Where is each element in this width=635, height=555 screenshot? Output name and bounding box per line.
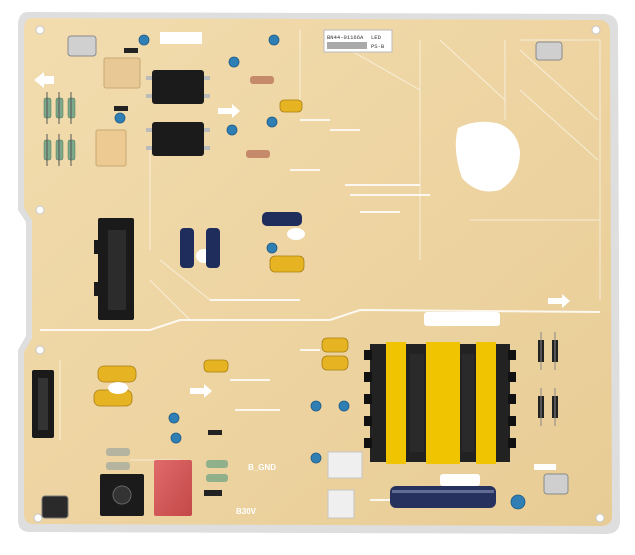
board-connector-left bbox=[94, 218, 134, 320]
silk-arrows bbox=[34, 72, 570, 398]
blue-ceramic-capacitors bbox=[114, 34, 526, 510]
silk-label-gnd: B_GND bbox=[248, 463, 276, 472]
box-capacitor-lower bbox=[95, 129, 127, 167]
model-sticker: BN44-01166A LED PS-B bbox=[323, 29, 393, 53]
sticker-line-1: BN44-01166A bbox=[327, 34, 364, 41]
black-switch bbox=[100, 474, 144, 516]
black-chip-lower bbox=[146, 122, 210, 156]
black-chip-upper bbox=[146, 70, 210, 104]
silkscreen-lines bbox=[40, 119, 601, 501]
small-diodes bbox=[114, 48, 222, 496]
white-component-d bbox=[534, 464, 556, 470]
white-component-a bbox=[327, 451, 363, 479]
diode-leads bbox=[540, 332, 556, 426]
white-component-b bbox=[327, 489, 355, 519]
board-connector-lower-left bbox=[32, 370, 54, 438]
silk-label-voltage: B30V bbox=[236, 507, 257, 516]
white-component-c bbox=[440, 474, 480, 486]
mounting-holes bbox=[33, 25, 605, 523]
transformer bbox=[364, 342, 516, 464]
connector-clip-bottom-right bbox=[543, 473, 569, 495]
board-cutout bbox=[455, 121, 520, 192]
brown-resistors bbox=[106, 76, 274, 482]
sticker-line-2: LED bbox=[371, 34, 382, 41]
box-capacitor-upper bbox=[103, 57, 141, 89]
electrolytic-capacitors bbox=[180, 212, 496, 508]
connector-clip-top-left bbox=[67, 35, 97, 57]
connector-clip-top-right bbox=[535, 41, 563, 61]
silkscreen-lines-thin bbox=[59, 30, 601, 461]
connector-clip-bottom-left bbox=[41, 495, 69, 519]
resistor-bank-left bbox=[43, 92, 76, 166]
blank-sticker bbox=[160, 32, 202, 44]
sticker-line-3: PS-B bbox=[371, 43, 385, 50]
white-bar bbox=[424, 312, 500, 326]
red-relay bbox=[154, 460, 192, 516]
